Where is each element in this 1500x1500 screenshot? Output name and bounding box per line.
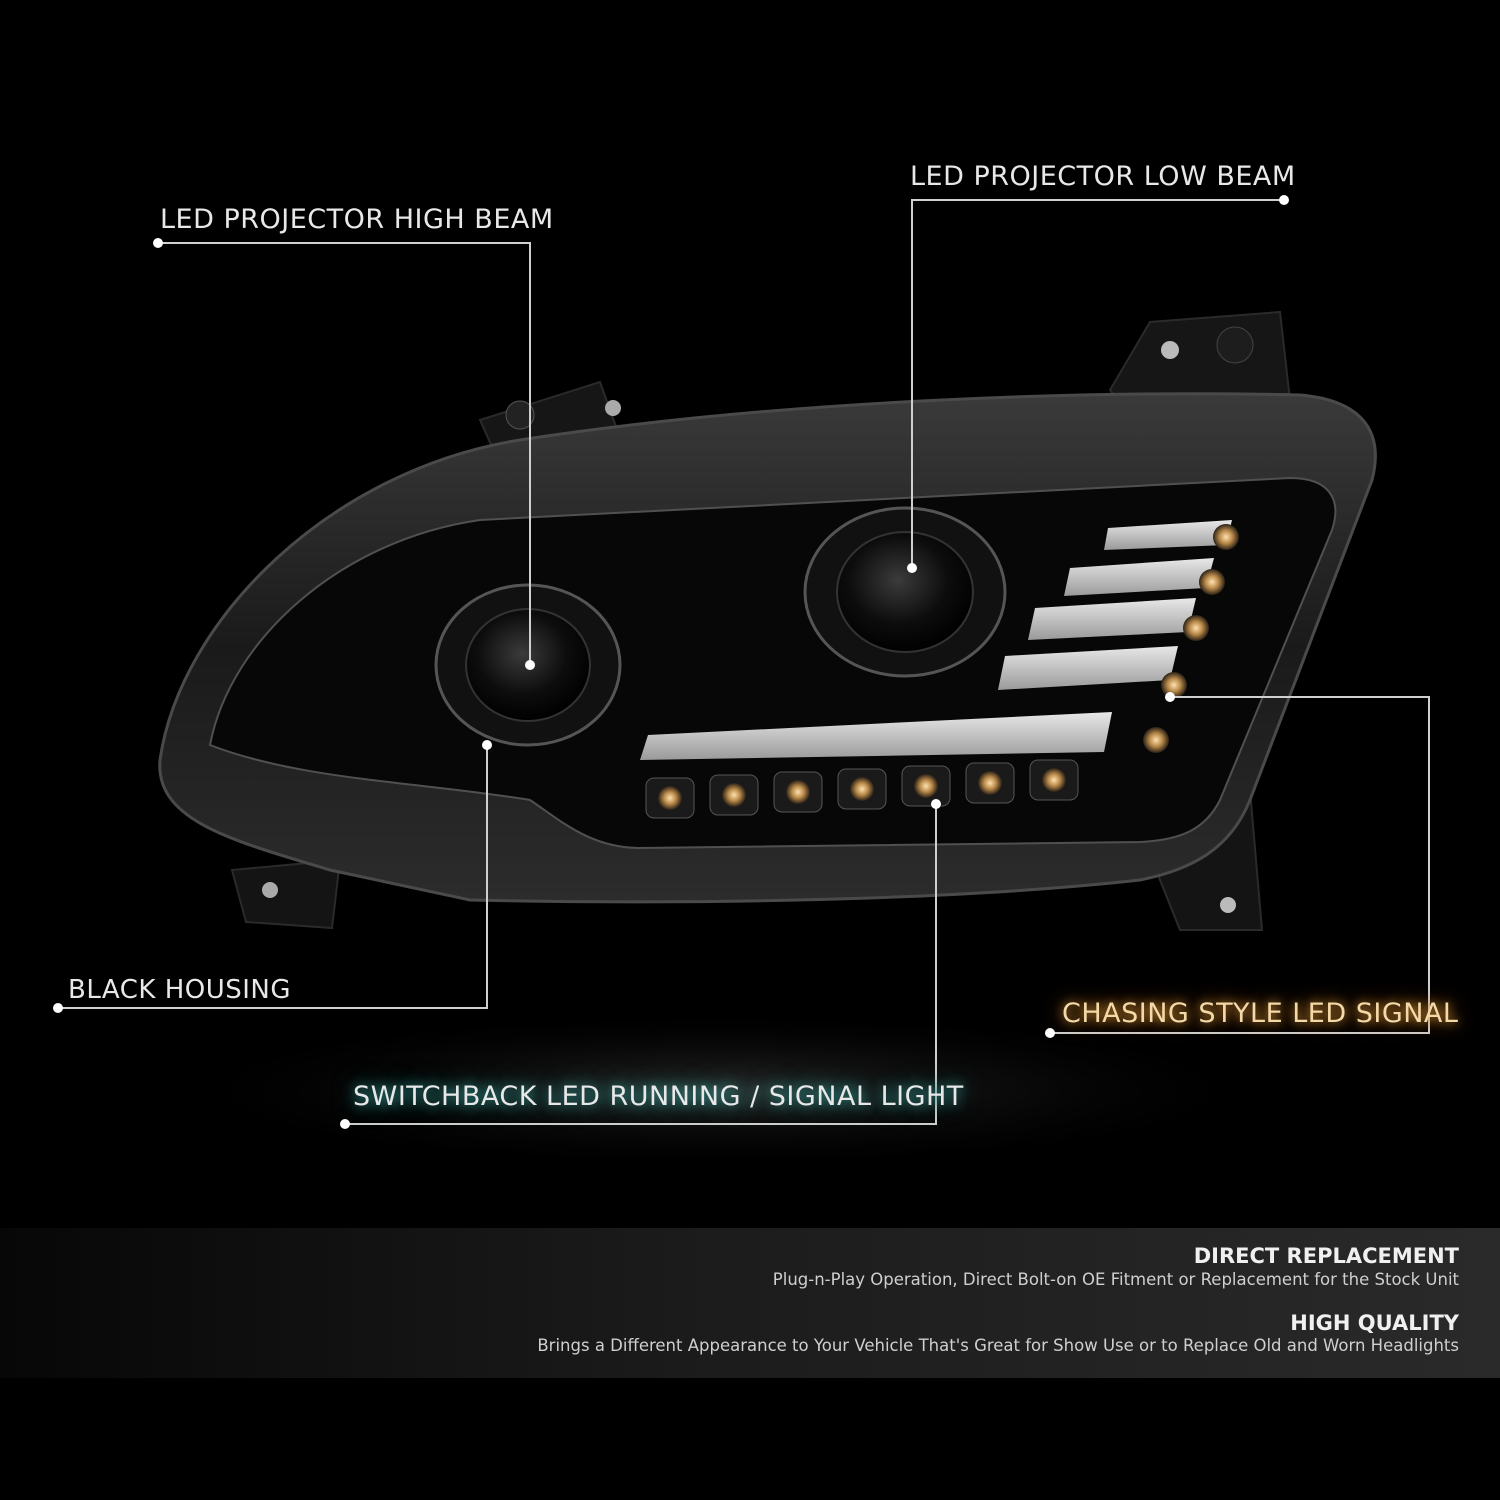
bracket-bottom-left — [230, 858, 342, 930]
led-chip — [1042, 768, 1066, 792]
signal-led — [1143, 727, 1169, 753]
callout-dot — [931, 799, 941, 809]
signal-led — [1183, 615, 1209, 641]
mount-bolt — [1161, 341, 1179, 359]
feature-panel: DIRECT REPLACEMENT Plug-n-Play Operation… — [0, 1228, 1500, 1378]
callout-line-black-housing — [58, 745, 488, 1009]
floor-reflection — [160, 1010, 1280, 1170]
mount-peg — [505, 400, 535, 430]
feature-title: HIGH QUALITY — [1290, 1311, 1459, 1335]
callout-dot — [525, 660, 535, 670]
drl-bar — [1104, 520, 1232, 550]
mount-bolt — [262, 882, 278, 898]
lower-led-row — [645, 759, 1079, 819]
callout-dot — [53, 1003, 63, 1013]
callout-label-low-beam: LED PROJECTOR LOW BEAM — [910, 161, 1296, 192]
callout-line-low-beam — [911, 199, 1284, 568]
callout-label-high-beam: LED PROJECTOR HIGH BEAM — [160, 204, 554, 235]
led-chip — [914, 774, 938, 798]
led-chip — [786, 780, 810, 804]
callout-dot — [153, 238, 163, 248]
low-beam-lens — [836, 531, 974, 653]
callout-dot — [482, 740, 492, 750]
mount-bolt — [1220, 897, 1236, 913]
led-chip — [850, 777, 874, 801]
callout-dot — [1045, 1028, 1055, 1038]
feature-description: Plug-n-Play Operation, Direct Bolt-on OE… — [772, 1270, 1459, 1289]
led-chip — [658, 786, 682, 810]
feature-title: DIRECT REPLACEMENT — [1193, 1244, 1459, 1268]
callout-dot — [340, 1119, 350, 1129]
drl-bar — [998, 646, 1178, 690]
signal-led — [1161, 672, 1187, 698]
callout-dot — [1279, 195, 1289, 205]
led-chip — [722, 783, 746, 807]
led-chip — [978, 771, 1002, 795]
drl-bar — [1064, 558, 1214, 596]
callout-label-black-housing: BLACK HOUSING — [68, 975, 292, 1005]
callout-line-switchback — [345, 804, 937, 1125]
signal-led — [1213, 524, 1239, 550]
callout-dot — [1165, 692, 1175, 702]
callout-dot — [907, 563, 917, 573]
drl-bar — [640, 712, 1112, 760]
callout-lines — [58, 199, 1430, 1125]
callout-line-high-beam — [158, 242, 531, 665]
callout-label-switchback: SWITCHBACK LED RUNNING / SIGNAL LIGHT — [353, 1081, 964, 1112]
black-housing — [208, 476, 1337, 850]
signal-led — [1199, 569, 1225, 595]
mount-peg — [1216, 326, 1254, 364]
callout-line-chasing — [1050, 696, 1430, 1034]
feature-description: Brings a Different Appearance to Your Ve… — [537, 1336, 1459, 1355]
mount-bolt — [605, 400, 621, 416]
callout-label-chasing-signal: CHASING STYLE LED SIGNAL — [1062, 998, 1459, 1029]
drl-bar — [1028, 598, 1196, 640]
callout-dots — [53, 195, 1289, 1129]
